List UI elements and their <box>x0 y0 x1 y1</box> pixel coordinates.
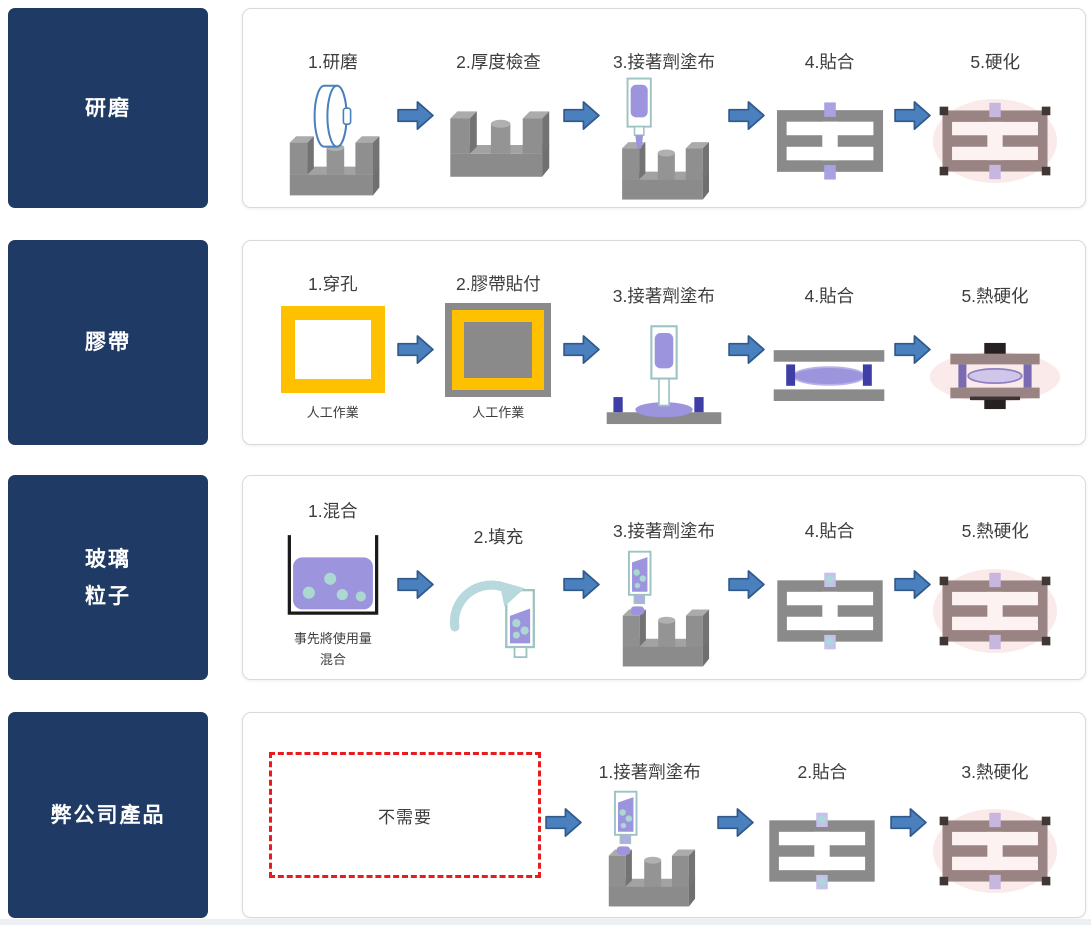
category-text: 膠帶 <box>85 331 131 354</box>
step-label: 4.貼合 <box>804 521 855 541</box>
process-card-glass-particles: 1.混合 事先將使用量 混合 <box>242 475 1086 680</box>
flow-arrow-icon <box>728 9 766 207</box>
step-heat-curing: 5.熱硬化 <box>931 476 1059 679</box>
step-label: 5.熱硬化 <box>961 286 1029 306</box>
process-card-tape: 1.穿孔 人工作業 2.膠帶貼付 人工作業 3.接著劑塗布 <box>242 240 1086 445</box>
mixing-container-icon <box>281 523 385 629</box>
step-label: 1.混合 <box>308 501 358 521</box>
cured-cores-icon <box>932 543 1058 679</box>
flow-arrow-icon <box>890 713 928 917</box>
step-label: 1.穿孔 <box>308 274 358 294</box>
step-bonding: 2.貼合 <box>758 713 886 917</box>
flow-arrow-icon <box>397 241 435 444</box>
step-note: 事先將使用量 混合 <box>293 631 372 668</box>
step-label: 2.膠帶貼付 <box>456 274 541 294</box>
category-text: 粒子 <box>85 584 131 608</box>
grinding-wheel-on-core-icon <box>281 74 385 207</box>
flow-arrow-icon <box>893 241 931 444</box>
plate-sandwich-icon <box>766 308 892 444</box>
flow-arrow-icon <box>562 241 600 444</box>
step-label: 4.貼合 <box>804 286 855 306</box>
step-heat-curing: 3.熱硬化 <box>931 713 1059 917</box>
row-category-label-grinding: 研磨 <box>8 8 208 208</box>
step-label: 3.接著劑塗布 <box>612 286 715 306</box>
step-label: 2.填充 <box>473 527 524 547</box>
step-heat-curing: 5.熱硬化 <box>928 241 1062 444</box>
flow-arrow-icon <box>544 713 582 917</box>
filling-syringe-icon <box>442 549 554 679</box>
syringe-on-core-icon <box>598 784 702 917</box>
step-bonding: 4.貼合 <box>766 476 894 679</box>
category-text: 弊公司產品 <box>50 803 166 827</box>
step-not-needed: 不需要 <box>269 713 541 917</box>
category-text: 玻璃 <box>85 547 131 571</box>
row-category-label-our-product: 弊公司產品 <box>8 712 208 918</box>
process-card-our-product: 不需要 1.接著劑塗布 2.貼合 <box>242 712 1086 918</box>
step-note: 人工作業 <box>472 405 525 421</box>
punched-frame-icon <box>280 296 385 403</box>
row-category-label-tape: 膠帶 <box>8 240 208 445</box>
flow-arrow-icon <box>728 476 766 679</box>
bonded-cores-dots-icon <box>776 543 884 679</box>
step-adhesive-coating: 3.接著劑塗布 <box>600 476 728 679</box>
step-thickness-check: 2.厚度檢查 <box>435 9 563 207</box>
step-mixing: 1.混合 事先將使用量 混合 <box>269 476 397 679</box>
tape-applied-icon <box>445 296 552 403</box>
step-label: 5.硬化 <box>970 52 1020 72</box>
not-needed-text: 不需要 <box>378 807 432 827</box>
step-label: 3.接著劑塗布 <box>612 521 716 541</box>
step-label: 2.貼合 <box>797 762 848 782</box>
step-label: 3.接著劑塗布 <box>612 52 716 72</box>
step-punching: 1.穿孔 人工作業 <box>269 241 397 444</box>
process-card-grinding: 1.研磨 2.厚度檢查 <box>242 8 1086 208</box>
flow-arrow-icon <box>562 9 600 207</box>
step-filling: 2.填充 <box>435 476 563 679</box>
bottom-edge-strip <box>0 919 1091 925</box>
flow-arrow-icon <box>562 476 600 679</box>
process-row-our-product: 弊公司產品 不需要 1.接著劑塗布 <box>0 712 1091 918</box>
bonded-cores-icon <box>776 74 884 207</box>
flow-arrow-icon <box>893 9 931 207</box>
dispenser-on-plate-icon <box>605 308 723 444</box>
step-label: 2.厚度檢查 <box>456 52 541 72</box>
step-bonding: 4.貼合 <box>766 9 894 207</box>
step-adhesive-coating: 1.接著劑塗布 <box>586 713 714 917</box>
category-text: 研磨 <box>85 96 131 120</box>
step-label: 3.熱硬化 <box>961 762 1029 782</box>
step-label: 5.熱硬化 <box>961 521 1029 541</box>
flow-arrow-icon <box>397 476 435 679</box>
bonded-cores-dots-icon <box>768 784 876 917</box>
cured-sandwich-icon <box>928 308 1062 444</box>
step-bonding: 4.貼合 <box>766 241 894 444</box>
process-row-tape: 膠帶 1.穿孔 人工作業 2.膠帶貼付 人工作業 <box>0 240 1091 445</box>
cured-cores-icon <box>932 74 1058 207</box>
dispenser-on-core-icon <box>612 74 716 207</box>
step-adhesive-coating: 3.接著劑塗布 <box>600 241 728 444</box>
step-adhesive-coating: 3.接著劑塗布 <box>600 9 728 207</box>
row-category-label-glass-particles: 玻璃 粒子 <box>8 475 208 680</box>
process-row-glass-particles: 玻璃 粒子 1.混合 <box>0 475 1091 680</box>
flow-arrow-icon <box>397 9 435 207</box>
cured-cores-icon <box>932 784 1058 917</box>
not-needed-dashed-box: 不需要 <box>269 713 541 917</box>
step-curing: 5.硬化 <box>931 9 1059 207</box>
process-row-grinding: 研磨 1.研磨 <box>0 8 1091 208</box>
step-tape-application: 2.膠帶貼付 人工作業 <box>435 241 563 444</box>
syringe-on-core-icon <box>612 543 716 679</box>
step-grind: 1.研磨 <box>269 9 397 207</box>
flow-arrow-icon <box>728 241 766 444</box>
flow-arrow-icon <box>893 476 931 679</box>
e-core-icon <box>445 74 551 207</box>
step-label: 1.研磨 <box>308 52 358 72</box>
step-note: 人工作業 <box>306 405 359 421</box>
step-label: 1.接著劑塗布 <box>598 762 701 782</box>
flow-arrow-icon <box>717 713 755 917</box>
step-label: 4.貼合 <box>804 52 855 72</box>
